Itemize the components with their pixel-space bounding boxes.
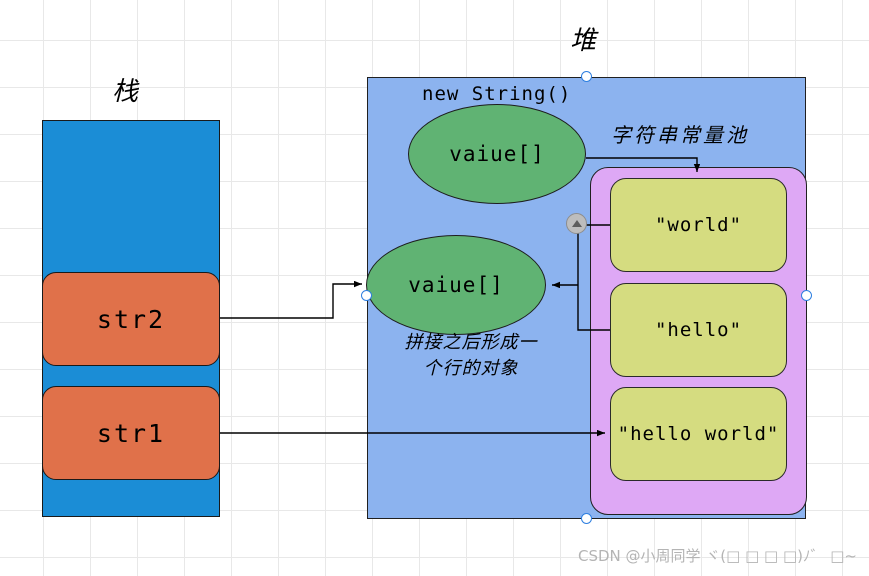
heap-ellipse-concat-value[interactable]: vaiue[] <box>366 235 546 335</box>
concat-note-label: 拼接之后形成一 个行的对象 <box>404 332 538 380</box>
pool-item-world[interactable]: "world" <box>610 178 787 272</box>
ellipse-label: vaiue[] <box>408 273 504 297</box>
heap-ellipse-new-string-value[interactable]: vaiue[] <box>408 104 586 204</box>
selection-handle-top[interactable] <box>581 71 592 82</box>
pool-item-hello-world[interactable]: "hello world" <box>610 387 787 481</box>
selection-handle-bottom[interactable] <box>581 513 592 524</box>
stack-slot-str2[interactable]: str2 <box>42 272 220 366</box>
watermark-text: CSDN @小周同学 ヾ(□ □ □ □)ﾉ゛ □~ <box>577 547 857 565</box>
pool-item-hello[interactable]: "hello" <box>610 283 787 377</box>
selection-handle-right[interactable] <box>801 290 812 301</box>
ellipse-label: vaiue[] <box>449 142 545 166</box>
pool-item-label: "world" <box>654 214 743 236</box>
new-string-label: new String() <box>422 83 572 105</box>
pool-item-label: "hello world" <box>617 423 780 445</box>
constant-pool-title-label: 字符串常量池 <box>611 123 749 147</box>
arrow-str2-to-concat-ellipse <box>220 280 362 319</box>
stack-title-label: 栈 <box>112 77 139 107</box>
triangle-up-glyph <box>571 220 582 227</box>
collapse-triangle-icon[interactable] <box>566 213 587 234</box>
pool-item-label: "hello" <box>654 319 743 341</box>
stack-slot-label: str2 <box>96 304 166 334</box>
selection-handle-left[interactable] <box>361 290 372 301</box>
stack-slot-str1[interactable]: str1 <box>42 386 220 480</box>
stack-slot-label: str1 <box>96 418 166 448</box>
heap-title-label: 堆 <box>570 26 597 56</box>
